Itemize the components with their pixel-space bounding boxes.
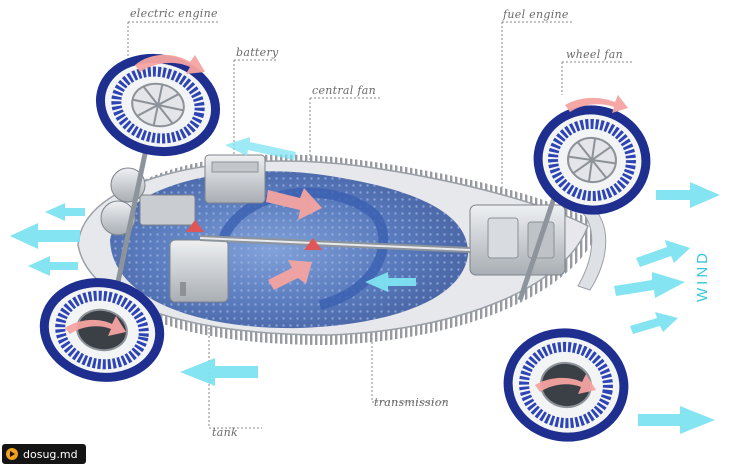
leader-battery (233, 59, 276, 155)
wind-arrow-8 (225, 137, 296, 160)
flow-arrows (65, 54, 628, 394)
label-electric-engine: electric engine (130, 7, 218, 20)
play-logo-icon (6, 448, 18, 460)
wind-arrow-1 (656, 182, 720, 208)
wind-arrow-6 (180, 358, 258, 386)
flow-arrow-wheel-rear-top (135, 54, 205, 74)
wind-arrow-2 (636, 240, 690, 267)
electric-motor-2 (100, 200, 136, 236)
leader-fuel-engine (501, 21, 572, 190)
label-fuel-engine: fuel engine (503, 8, 569, 21)
label-wind: WIND (694, 250, 711, 302)
flow-arrow-fan-2 (268, 260, 312, 290)
wind-arrow-4 (630, 312, 678, 334)
tank-block (169, 239, 229, 303)
watermark: dosug.md (2, 444, 86, 464)
front-bumper (577, 204, 607, 291)
flow-arrow-wheel-front-bottom (535, 374, 596, 394)
label-tank: tank (212, 426, 238, 439)
leader-wheel-fan (561, 61, 634, 95)
label-battery: battery (236, 46, 279, 59)
flow-arrow-wheel-front-top (565, 95, 628, 113)
label-wheel-fan: wheel fan (566, 48, 623, 61)
wind-arrow-5 (638, 406, 715, 434)
flow-arrow-wheel-rear-bottom (65, 316, 126, 336)
wind-arrow-out-3 (28, 256, 78, 276)
wind-arrow-out-2 (10, 223, 80, 249)
central-fan-ring (215, 187, 389, 310)
leader-transmission (371, 330, 446, 403)
flow-arrow-fan-1 (266, 188, 322, 220)
wheel-rear-top (95, 53, 221, 157)
label-central-fan: central fan (312, 84, 377, 97)
leader-tank (208, 300, 262, 429)
wind-arrows (10, 137, 720, 434)
wheel-front-bottom (503, 328, 629, 442)
wind-arrow-7 (365, 272, 416, 292)
wind-arrow-out-1 (45, 203, 85, 221)
wind-arrow-3 (614, 272, 685, 298)
wheels (39, 53, 651, 442)
label-transmission: transmission (374, 396, 450, 409)
wheel-front-top (533, 105, 651, 215)
watermark-text: dosug.md (23, 447, 78, 461)
